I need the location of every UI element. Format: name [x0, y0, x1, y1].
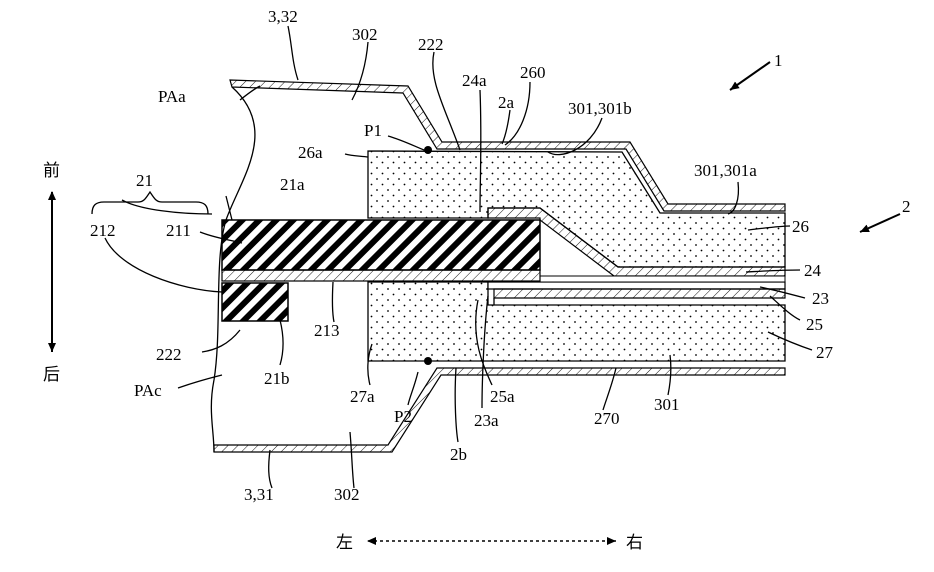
label-PAc: PAc: [134, 381, 162, 400]
insulator-211: [222, 220, 540, 270]
label-302-bottom: 302: [334, 485, 360, 504]
label-213: 213: [314, 321, 340, 340]
contact-point-p2: [424, 357, 432, 365]
label-2a: 2a: [498, 93, 515, 112]
label-26a: 26a: [298, 143, 323, 162]
direction-back: 后: [43, 365, 60, 385]
direction-left: 左: [336, 533, 353, 553]
direction-right: 右: [626, 533, 643, 553]
label-301-bottom: 301: [654, 395, 680, 414]
label-3-32: 3,32: [268, 7, 298, 26]
housing-lower-31: [214, 368, 785, 452]
label-P1: P1: [364, 121, 382, 140]
label-302-top: 302: [352, 25, 378, 44]
label-26: 26: [792, 217, 809, 236]
label-301-301a: 301,301a: [694, 161, 757, 180]
brace-21: [92, 192, 208, 214]
figure-arrow-2: [860, 214, 900, 232]
layer-213: [222, 270, 540, 281]
figure-number-1: 1: [774, 51, 783, 70]
label-27: 27: [816, 343, 834, 362]
label-301-301b: 301,301b: [568, 99, 632, 118]
label-222-bottom: 222: [156, 345, 182, 364]
label-270: 270: [594, 409, 620, 428]
label-23a: 23a: [474, 411, 499, 430]
label-24: 24: [804, 261, 822, 280]
label-3-31: 3,31: [244, 485, 274, 504]
label-2b: 2b: [450, 445, 467, 464]
insulator-212-block: [222, 283, 288, 321]
label-21b: 21b: [264, 369, 290, 388]
label-25: 25: [806, 315, 823, 334]
label-24a: 24a: [462, 71, 487, 90]
direction-front: 前: [43, 161, 60, 181]
label-2: 2: [902, 197, 911, 216]
label-23: 23: [812, 289, 829, 308]
figure-arrow-1: [730, 62, 770, 90]
label-211: 211: [166, 221, 191, 240]
layer-25: [494, 289, 785, 305]
contact-point-p1: [424, 146, 432, 154]
label-21a: 21a: [280, 175, 305, 194]
label-27a: 27a: [350, 387, 375, 406]
label-25a: 25a: [490, 387, 515, 406]
label-222-top: 222: [418, 35, 444, 54]
label-21: 21: [136, 171, 153, 190]
label-212: 212: [90, 221, 116, 240]
label-PAa: PAa: [158, 87, 186, 106]
label-P2: P2: [394, 407, 412, 426]
label-260: 260: [520, 63, 546, 82]
